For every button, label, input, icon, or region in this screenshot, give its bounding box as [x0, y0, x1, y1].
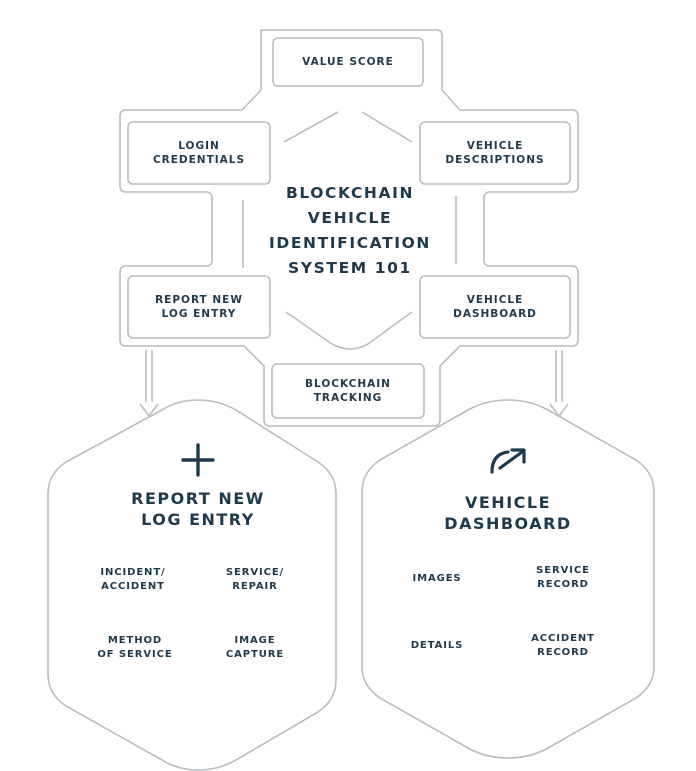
- gauge-arrow-icon: [490, 448, 526, 474]
- vehicle-dashboard-box: VEHICLE DASHBOARD: [453, 294, 537, 320]
- left-arrow-shaft: [145, 350, 153, 402]
- left-hex-item-method: METHOD OF SERVICE: [97, 635, 173, 660]
- bottom-box-frame: [271, 363, 425, 419]
- value-score-box: VALUE SCORE: [302, 56, 394, 68]
- vehicle-descriptions-box: VEHICLE DESCRIPTIONS: [445, 140, 545, 166]
- report-new-log-entry-box: REPORT NEW LOG ENTRY: [155, 294, 243, 320]
- right-arrow-shaft: [555, 350, 563, 402]
- right-arrow-head: [549, 403, 569, 417]
- left-hex-outline: [47, 399, 337, 771]
- inner-top-left-line: [283, 111, 339, 143]
- right-hex-item-images: IMAGES: [412, 573, 462, 584]
- left-hex-item-service: SERVICE/ REPAIR: [225, 567, 285, 592]
- right-bottom-box-frame: [419, 275, 571, 339]
- login-credentials-box: LOGIN CREDENTIALS: [152, 140, 246, 166]
- inner-bottom-left-line: [285, 311, 413, 350]
- left-hex-item-image-capture: IMAGE CAPTURE: [225, 635, 285, 660]
- center-title: BLOCKCHAIN VEHICLE IDENTIFICATION SYSTEM…: [269, 184, 431, 277]
- blockchain-tracking-box: BLOCKCHAIN TRACKING: [305, 378, 391, 404]
- top-box-frame: [272, 37, 424, 87]
- right-hex-item-service-record: SERVICE RECORD: [536, 565, 590, 590]
- right-hex-item-accident-record: ACCIDENT RECORD: [531, 633, 595, 658]
- outer-frame-outline: [119, 29, 579, 427]
- right-hex-outline: [361, 399, 655, 759]
- left-hex-item-incident: INCIDENT/ ACCIDENT: [100, 567, 166, 592]
- right-top-box-frame: [419, 121, 571, 185]
- left-top-box-frame: [127, 121, 271, 185]
- plus-icon: [181, 443, 215, 477]
- right-hex-title: VEHICLE DASHBOARD: [444, 493, 572, 533]
- left-arrow-head: [139, 403, 159, 417]
- left-hex-title: REPORT NEW LOG ENTRY: [131, 489, 265, 529]
- left-bottom-box-frame: [127, 275, 271, 339]
- inner-top-right-line: [361, 111, 413, 143]
- right-hex-item-details: DETAILS: [410, 640, 464, 651]
